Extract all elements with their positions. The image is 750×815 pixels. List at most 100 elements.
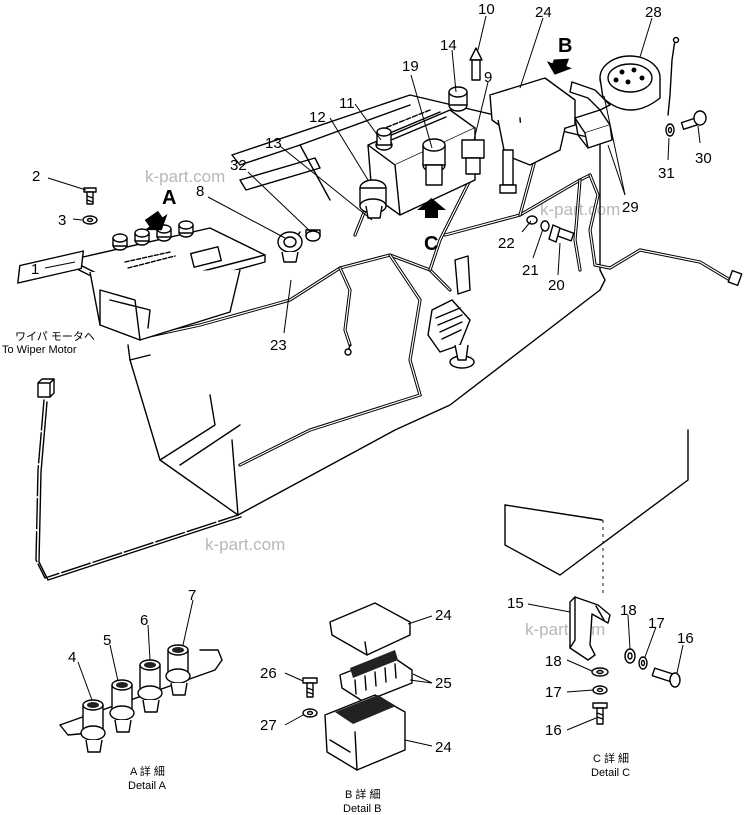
callout-6: 6 (140, 612, 148, 629)
switch-4 (80, 699, 106, 753)
detail-a-label-jp: A 詳 細 (130, 764, 165, 778)
callout-22: 22 (498, 235, 515, 252)
callout-15: 15 (507, 595, 524, 612)
lamp-14 (448, 86, 468, 112)
bolt-16-right (651, 667, 681, 688)
watermark: k-part.com (525, 620, 605, 639)
switch-12 (359, 179, 387, 219)
bulb-11 (375, 127, 393, 151)
washer-31 (665, 123, 675, 137)
switch-9 (461, 139, 485, 175)
callout-28: 28 (645, 4, 662, 21)
bolt-20 (548, 224, 575, 243)
horn-28 (599, 55, 661, 111)
switch-19 (422, 138, 446, 186)
fuses-25 (339, 650, 413, 703)
switch-6 (137, 659, 163, 713)
watermark: k-part.com (205, 535, 285, 554)
instrument-panel (17, 220, 266, 341)
bracket-15 (569, 596, 611, 661)
bolt-16-bottom (592, 702, 608, 725)
wiper-label-jp: ワイパ モータへ (15, 330, 95, 343)
detail-c-label-jp: C 詳 細 (593, 751, 629, 765)
fuse-box-24 (489, 77, 576, 166)
screw-2 (83, 187, 97, 205)
detail-c-group (569, 596, 681, 725)
callout-3: 3 (58, 212, 66, 229)
callout-24-main: 24 (535, 4, 552, 21)
switch-7 (165, 644, 191, 696)
callout-2: 2 (32, 168, 40, 185)
callout-1: 1 (31, 261, 39, 278)
detail-c-label-en: Detail C (591, 767, 630, 779)
callout-16-bottom: 16 (545, 722, 562, 739)
watermark: k-part.com (145, 167, 225, 186)
view-arrow-b (546, 58, 572, 75)
callout-11: 11 (339, 95, 355, 112)
washer-21 (540, 220, 550, 232)
callout-18-right: 18 (620, 602, 637, 619)
bolt-30 (680, 110, 707, 130)
wiper-label-en: To Wiper Motor (2, 344, 77, 356)
callout-31: 31 (658, 165, 675, 182)
callout-8: 8 (196, 183, 204, 200)
callout-20: 20 (548, 277, 565, 294)
wiring-harness (35, 36, 743, 581)
view-arrow-c (417, 198, 446, 218)
cabin-frame (127, 94, 689, 595)
callout-4: 4 (68, 649, 76, 666)
view-marker-b: B (558, 35, 572, 57)
leader-lines (44, 15, 701, 747)
washer-17-right (638, 656, 648, 670)
callout-numbers: 2 3 1 8 32 13 12 11 19 14 10 9 24 28 22 … (31, 1, 712, 756)
callout-32: 32 (230, 157, 247, 174)
callout-17-bottom: 17 (545, 684, 562, 701)
washer-18-bottom (591, 667, 609, 677)
callout-25: 25 (435, 675, 452, 692)
watermark: k-part.com (540, 200, 620, 219)
fuse-cover-24 (329, 602, 411, 656)
callout-26: 26 (260, 665, 277, 682)
switch-5 (109, 679, 135, 733)
wiper-connector (37, 378, 55, 398)
callout-18-bottom: 18 (545, 653, 562, 670)
washer-18-right (624, 648, 636, 664)
washer-27 (302, 708, 318, 718)
callout-27: 27 (260, 717, 277, 734)
callout-16-right: 16 (677, 630, 694, 647)
callout-24-block: 24 (435, 739, 452, 756)
callout-5: 5 (103, 632, 111, 649)
callout-21: 21 (522, 262, 539, 279)
view-arrow-a (144, 210, 168, 231)
connector-block (427, 255, 475, 369)
view-marker-c: C (424, 233, 438, 255)
screw-26 (302, 677, 318, 698)
callout-24-cover: 24 (435, 607, 452, 624)
detail-a-group (59, 644, 223, 753)
callout-12: 12 (309, 109, 326, 126)
callout-23: 23 (270, 337, 287, 354)
detail-b-label-en: Detail B (343, 803, 382, 815)
detail-b-label-jp: B 詳 細 (345, 787, 380, 801)
callout-14: 14 (440, 37, 457, 54)
callout-10: 10 (478, 1, 495, 18)
callout-19: 19 (402, 58, 419, 75)
bracket-small (499, 149, 517, 194)
cap-32 (305, 229, 321, 242)
callout-13: 13 (265, 135, 282, 152)
bolt-10 (469, 47, 483, 81)
callout-7: 7 (188, 587, 196, 604)
detail-a-label-en: Detail A (128, 780, 167, 792)
washer-3 (82, 215, 98, 225)
fuse-block-24 (324, 694, 406, 771)
relay-29 (574, 109, 613, 149)
view-marker-a: A (162, 187, 176, 209)
callout-30: 30 (695, 150, 712, 167)
callout-17-right: 17 (648, 615, 665, 632)
callout-9: 9 (484, 69, 492, 86)
washer-22 (526, 215, 538, 225)
detail-b-group (302, 602, 413, 771)
bracket-29 (569, 81, 611, 111)
washer-17-bottom (592, 685, 608, 695)
